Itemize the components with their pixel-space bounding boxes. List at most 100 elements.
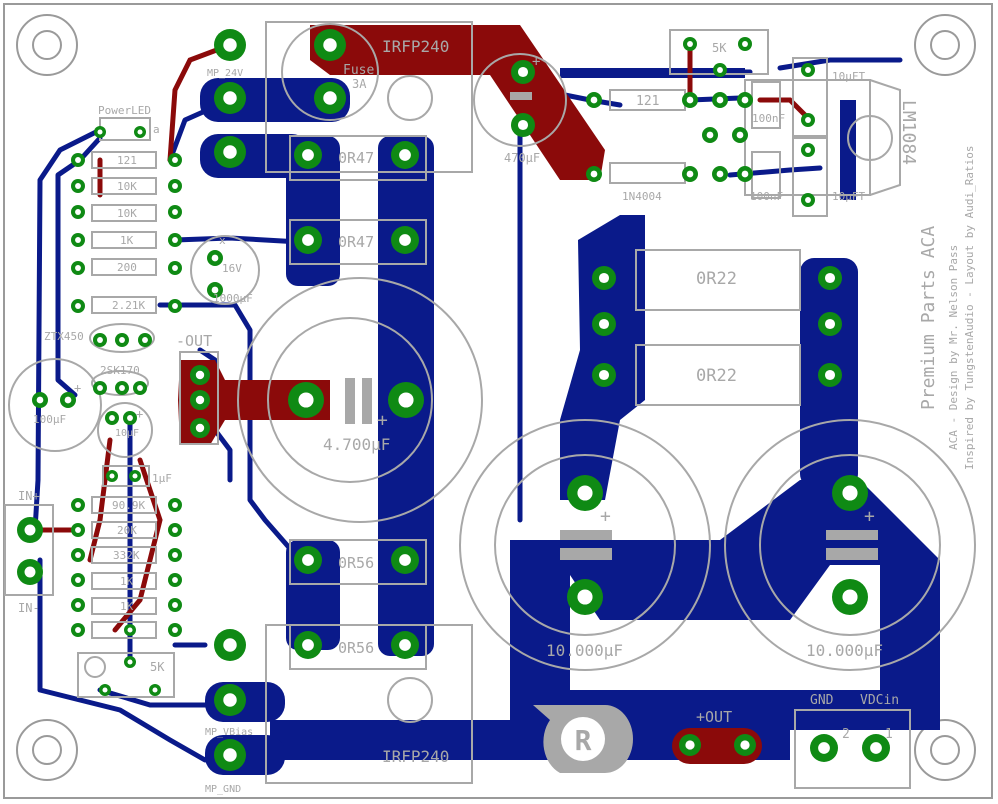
drill-hole [36,396,44,404]
logo-letter: R [575,724,592,757]
drill-hole [399,639,411,651]
drill-hole [75,577,81,583]
label-0r22-a: 0R22 [696,269,737,289]
drill-hole [302,639,314,651]
plus-mark-10000-b: + [864,506,875,527]
drill-hole [75,157,81,163]
label-0r56-b: 0R56 [338,639,374,657]
label-0r47-a: 0R47 [338,149,374,167]
plus-mark-4700: + [377,410,388,431]
drill-hole [598,318,610,330]
drill-hole [223,38,237,52]
drill-hole [577,485,593,501]
board-title: Premium Parts ACA [918,226,939,410]
label-0r47-b: 0R47 [338,233,374,251]
drill-hole [172,627,178,633]
drill-hole [590,96,598,104]
drill-hole [75,209,81,215]
label-c100uf: 100µF [33,413,66,426]
drill-hole [195,423,205,433]
label-c1uf: 1µF [152,472,172,485]
label-r200: 200 [117,261,137,274]
mounting-holes [16,14,976,781]
drill-hole [211,286,219,294]
label-r221k: 2.21K [112,299,145,312]
drill-hole [195,370,205,380]
label-10uft-a: 10µFT [832,70,865,83]
drill-hole [97,385,103,391]
label-c4700: 4.700µF [323,435,390,454]
drill-hole [142,337,148,343]
label-in-plus: IN+ [18,489,40,503]
label-r909k: 90.9K [112,499,145,512]
label-c16v: 16V [222,262,242,275]
label-vdcin: VDCin [860,693,899,708]
drill-hole [741,170,749,178]
drill-hole [172,502,178,508]
drill-hole [102,687,108,693]
drill-hole [127,627,133,633]
drill-hole [97,337,103,343]
board-credit-2: Inspired by TungstenAudio - Layout by Au… [963,145,976,470]
drill-hole [870,742,882,754]
label-100nf-b: 100nF [750,190,783,203]
drill-hole [75,183,81,189]
drill-hole [97,129,103,135]
drill-hole [717,67,723,73]
drill-hole [223,91,237,105]
label-r121: 121 [117,154,137,167]
drill-hole [517,119,529,131]
label-res-121: 121 [636,94,659,109]
drill-hole [127,659,133,665]
drill-hole [172,209,178,215]
drill-hole [132,473,138,479]
drill-hole [302,234,314,246]
drill-hole [716,96,724,104]
drill-hole [302,149,314,161]
label-pot-bottom: 5K [150,660,165,674]
drill-hole [195,395,205,405]
label-mp24: MP_24V [207,68,243,79]
drill-hole [399,554,411,566]
label-diode: 1N4004 [622,190,662,203]
label-minus-out: -OUT [176,332,212,350]
drill-hole [824,272,836,284]
drill-hole [842,485,858,501]
drill-hole [137,385,143,391]
drill-hole [323,91,337,105]
plus-mark-470: + [532,54,540,70]
drill-hole [598,272,610,284]
label-r20k: 20K [117,524,137,537]
label-c10uf: 10µF [115,428,139,439]
drill-hole [119,337,125,343]
label-r1k-b: 1K [120,575,134,588]
label-100nf-a: 100nF [752,112,785,125]
drill-hole [75,237,81,243]
label-power-led: PowerLED [98,104,151,117]
drill-hole [152,687,158,693]
drill-hole [687,41,693,47]
label-0r22-b: 0R22 [696,366,737,386]
label-fuse-rating: 3A [352,77,367,91]
label-pot-top: 5K [712,41,727,55]
drill-hole [736,131,744,139]
drill-hole [818,742,830,754]
drill-hole [223,693,237,707]
drill-hole [172,265,178,271]
drill-hole [64,396,72,404]
label-plus-out: +OUT [696,708,732,726]
drill-hole [590,170,598,178]
drill-hole [805,197,811,203]
label-c10000-a: 10.000µF [546,641,623,660]
drill-hole [741,96,749,104]
drill-hole [399,149,411,161]
drill-hole [842,589,858,605]
drill-hole [302,554,314,566]
board-credit-1: ACA - Design by Mr. Nelson Pass [947,245,960,450]
plus-mark-100uf: + [74,381,81,395]
drill-hole [211,254,219,262]
drill-hole [716,170,724,178]
drill-hole [323,38,337,52]
label-pin1: 1 [885,727,893,742]
